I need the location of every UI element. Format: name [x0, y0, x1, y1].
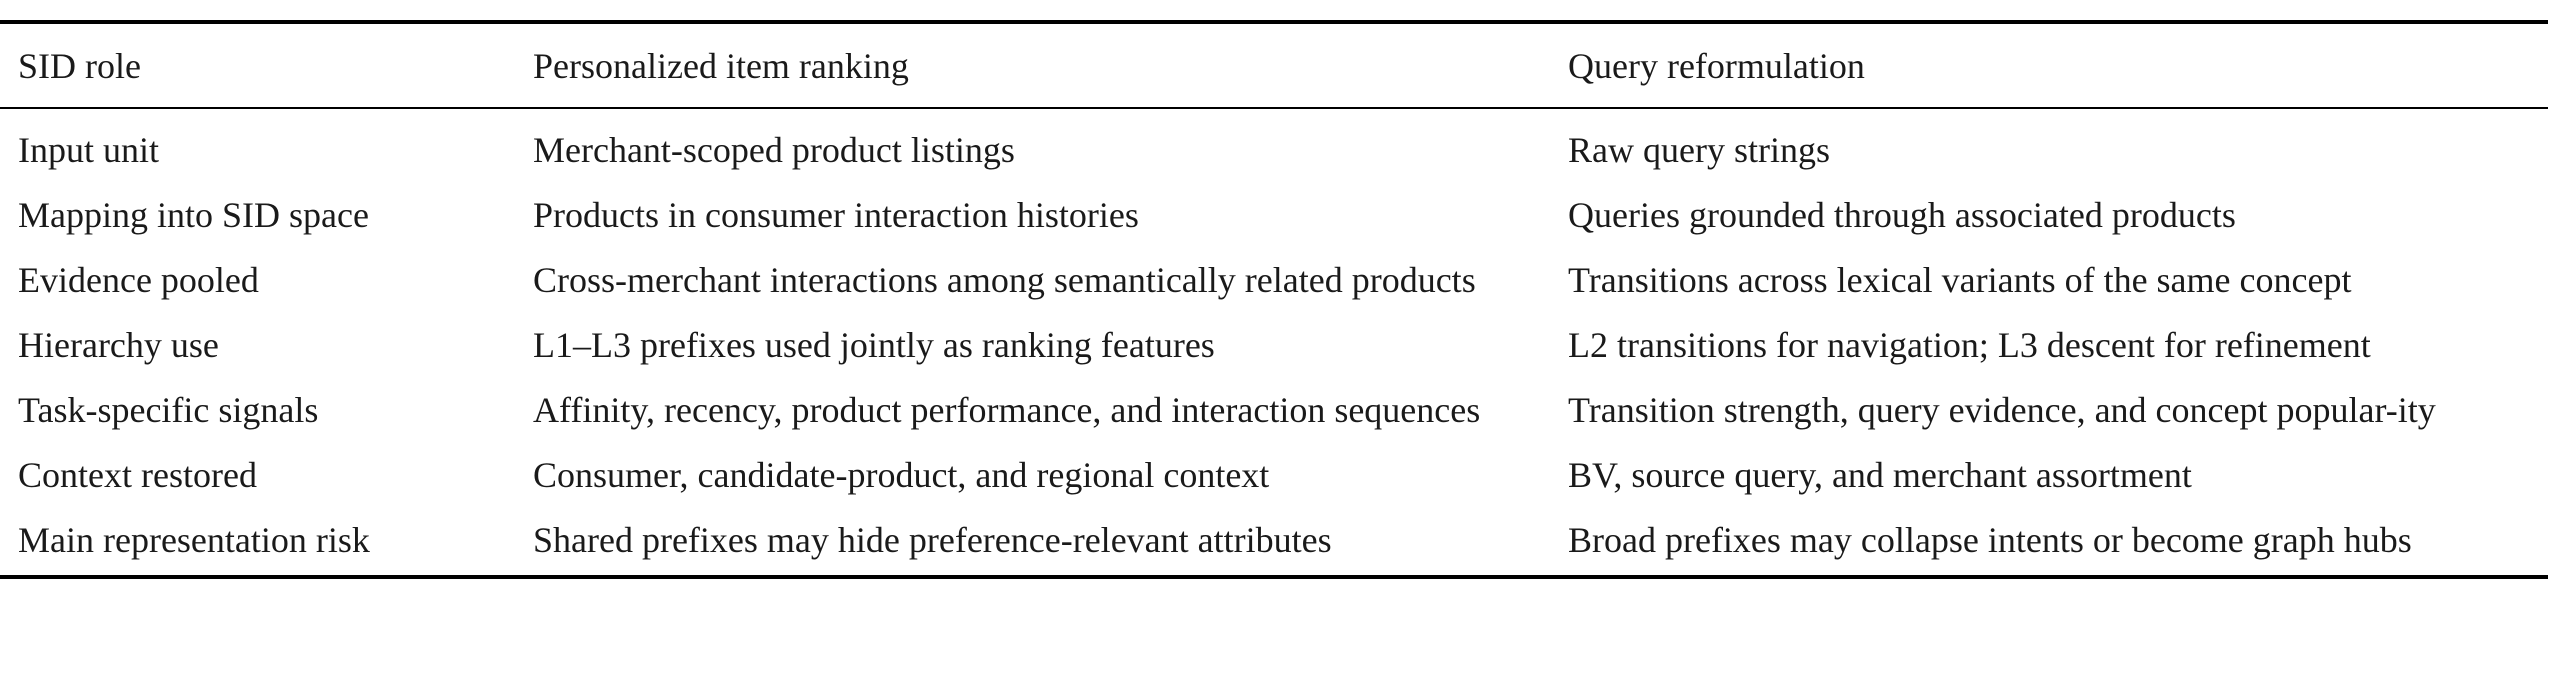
table-row: Evidence pooled Cross-merchant interacti… [0, 248, 2548, 313]
ranking-cell: Affinity, recency, product performance, … [533, 390, 1481, 430]
row-label: Task-specific signals [18, 390, 319, 430]
row-label: Mapping into SID space [18, 195, 369, 235]
table-row: Main representation risk Shared prefixes… [0, 508, 2548, 579]
ranking-cell: L1–L3 prefixes used jointly as ranking f… [533, 325, 1215, 365]
header-query-reformulation: Query reformulation [1550, 20, 2548, 109]
ranking-cell: Shared prefixes may hide preference-rele… [515, 508, 1550, 579]
row-label: Main representation risk [0, 508, 515, 579]
table-row: Input unit Merchant-scoped product listi… [0, 108, 2548, 183]
row-label: Evidence pooled [18, 260, 259, 300]
reformulation-cell: Broad prefixes may collapse intents or b… [1550, 508, 2548, 579]
reformulation-cell: Transition strength, query evidence, and… [1568, 390, 2436, 430]
reformulation-cell: Queries grounded through associated prod… [1568, 195, 2236, 235]
table-row: Mapping into SID space Products in consu… [0, 183, 2548, 248]
ranking-cell: Consumer, candidate-product, and regiona… [533, 455, 1270, 495]
reformulation-cell: Transitions across lexical variants of t… [1568, 260, 2352, 300]
row-label: Hierarchy use [18, 325, 219, 365]
header-row: SID role Personalized item ranking Query… [0, 20, 2548, 109]
table-row: Hierarchy use L1–L3 prefixes used jointl… [0, 313, 2548, 378]
header-sid-role: SID role [0, 20, 515, 109]
reformulation-cell: BV, source query, and merchant assortmen… [1568, 455, 2192, 495]
ranking-cell: Cross-merchant interactions among semant… [533, 260, 1476, 300]
table-row: Task-specific signals Affinity, recency,… [0, 378, 2548, 443]
ranking-cell: Merchant-scoped product listings [533, 130, 1015, 170]
ranking-cell: Products in consumer interaction histori… [533, 195, 1139, 235]
sid-role-comparison-table: SID role Personalized item ranking Query… [0, 20, 2548, 579]
table-row: Context restored Consumer, candidate-pro… [0, 443, 2548, 508]
table-header: SID role Personalized item ranking Query… [0, 20, 2548, 109]
reformulation-cell: Raw query strings [1568, 130, 1830, 170]
row-label: Input unit [18, 130, 159, 170]
table-body: Input unit Merchant-scoped product listi… [0, 108, 2548, 579]
reformulation-cell: L2 transitions for navigation; L3 descen… [1568, 325, 2371, 365]
comparison-table-container: SID role Personalized item ranking Query… [0, 20, 2548, 579]
row-label: Context restored [18, 455, 257, 495]
header-personalized-item-ranking: Personalized item ranking [515, 20, 1550, 109]
